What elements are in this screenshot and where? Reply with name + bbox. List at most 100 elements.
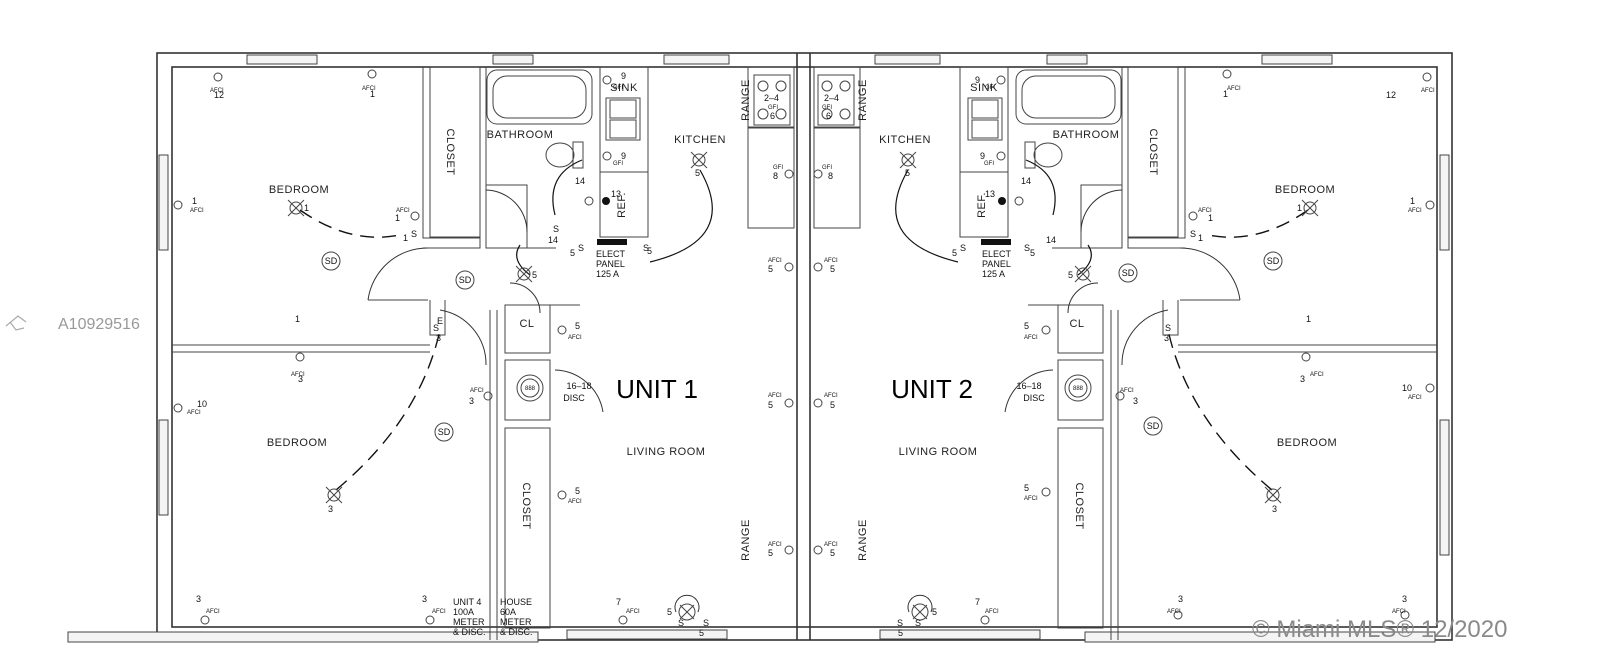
- smoke-detector-icon: SD: [455, 270, 475, 290]
- svg-text:AFCI: AFCI: [824, 542, 838, 548]
- room-label-kitchen: KITCHEN: [674, 134, 726, 146]
- svg-text:1: 1: [403, 233, 408, 243]
- svg-text:AFCI: AFCI: [1310, 372, 1324, 378]
- svg-text:125 A: 125 A: [596, 269, 619, 279]
- svg-text:AFCI: AFCI: [1167, 609, 1181, 615]
- svg-text:5: 5: [768, 548, 773, 558]
- svg-text:SD: SD: [1267, 256, 1280, 266]
- svg-text:5: 5: [575, 321, 580, 331]
- room-label-closet: CLOSET: [1073, 482, 1085, 529]
- svg-text:5: 5: [695, 168, 700, 178]
- svg-text:14: 14: [1021, 176, 1031, 186]
- svg-text:METER: METER: [453, 617, 485, 627]
- svg-text:6: 6: [826, 111, 831, 121]
- room-label-ref: REF.: [616, 192, 628, 218]
- room-label-living-room: LIVING ROOM: [899, 446, 978, 458]
- svg-text:3: 3: [1133, 396, 1138, 406]
- room-label-cl: CL: [519, 318, 534, 330]
- svg-text:AFCI: AFCI: [824, 393, 838, 399]
- svg-text:AFCI: AFCI: [768, 258, 782, 264]
- svg-text:14: 14: [1046, 235, 1056, 245]
- light-fixtures: [287, 151, 1319, 621]
- svg-text:5: 5: [1030, 248, 1035, 258]
- svg-text:AFCI: AFCI: [1120, 388, 1134, 394]
- svg-text:ELECT: ELECT: [596, 249, 626, 259]
- exterior-light: [674, 594, 700, 621]
- svg-text:5: 5: [1024, 483, 1029, 493]
- ceiling-light: [287, 199, 305, 217]
- outlet-icon: 13: [602, 189, 621, 205]
- svg-text:GFI: GFI: [613, 85, 623, 91]
- svg-text:6: 6: [770, 111, 775, 121]
- svg-text:3: 3: [436, 333, 441, 343]
- room-label-kitchen: KITCHEN: [879, 134, 931, 146]
- svg-text:5: 5: [768, 264, 773, 274]
- svg-text:DISC: DISC: [1023, 393, 1045, 403]
- svg-text:3: 3: [1300, 374, 1305, 384]
- svg-text:SD: SD: [1122, 268, 1135, 278]
- svg-text:PANEL: PANEL: [596, 259, 625, 269]
- ceiling-light: [1074, 265, 1092, 283]
- svg-text:AFCI: AFCI: [210, 88, 224, 94]
- svg-text:1: 1: [1306, 314, 1311, 324]
- svg-text:888: 888: [1073, 386, 1084, 392]
- unit-2-title: UNIT 2: [891, 374, 973, 404]
- svg-text:1: 1: [1223, 89, 1228, 99]
- meter-unit-label: UNIT 4 100A METER & DISC.: [453, 597, 486, 637]
- svg-text:AFCI: AFCI: [362, 86, 376, 92]
- svg-text:3: 3: [1272, 504, 1277, 514]
- svg-text:3: 3: [422, 594, 427, 604]
- copyright: © Miami MLS® 12/2020: [1252, 616, 1507, 643]
- svg-text:GFI: GFI: [822, 165, 832, 171]
- svg-text:1: 1: [192, 196, 197, 206]
- outlet-icon: 14 14: [1014, 176, 1056, 245]
- door-swings: [367, 189, 1241, 413]
- room-label-closet: CLOSET: [520, 482, 532, 529]
- interior-walls-unit2: [813, 66, 1437, 640]
- svg-text:S: S: [411, 229, 417, 239]
- svg-text:HOUSE: HOUSE: [500, 597, 532, 607]
- room-label-cl: CL: [1069, 318, 1084, 330]
- svg-text:AFCI: AFCI: [1024, 496, 1038, 502]
- svg-text:GFI: GFI: [985, 85, 995, 91]
- svg-text:UNIT 4: UNIT 4: [453, 597, 481, 607]
- svg-text:AFCI: AFCI: [568, 335, 582, 341]
- ceiling-light: [1301, 199, 1319, 217]
- mls-watermark: A10929516 © Miami MLS® 12/2020: [5, 315, 1507, 643]
- svg-text:13: 13: [985, 189, 995, 199]
- room-label-living-room: LIVING ROOM: [627, 446, 706, 458]
- svg-text:AFCI: AFCI: [1024, 335, 1038, 341]
- svg-text:S: S: [553, 224, 559, 234]
- svg-text:5: 5: [575, 486, 580, 496]
- svg-text:5: 5: [932, 607, 937, 617]
- fixtures: [486, 69, 1122, 245]
- svg-text:3: 3: [1402, 594, 1407, 604]
- room-label-bedroom: BEDROOM: [269, 184, 329, 196]
- smoke-detector-icon: SD: [321, 251, 341, 271]
- windows: [67, 54, 1450, 643]
- svg-text:5: 5: [1024, 321, 1029, 331]
- elect-panel-label-unit2: ELECT PANEL 125 A: [982, 249, 1012, 279]
- switches: S S5 S5 S1 ES3 5 3 1 5 5 S S5 2–4 6 GFI …: [304, 93, 1302, 638]
- room-label-range: RANGE: [740, 519, 752, 561]
- svg-text:& DISC.: & DISC.: [453, 627, 486, 637]
- room-label-sink: SINK: [610, 82, 638, 94]
- svg-text:5: 5: [905, 168, 910, 178]
- disconnect-unit2: 888 16–18 DISC: [1016, 374, 1092, 403]
- svg-text:3: 3: [469, 396, 474, 406]
- svg-text:AFCI: AFCI: [1198, 208, 1212, 214]
- svg-text:S: S: [433, 323, 439, 333]
- svg-text:1: 1: [304, 203, 309, 213]
- svg-text:SD: SD: [1147, 421, 1160, 431]
- ceiling-light: [899, 151, 917, 169]
